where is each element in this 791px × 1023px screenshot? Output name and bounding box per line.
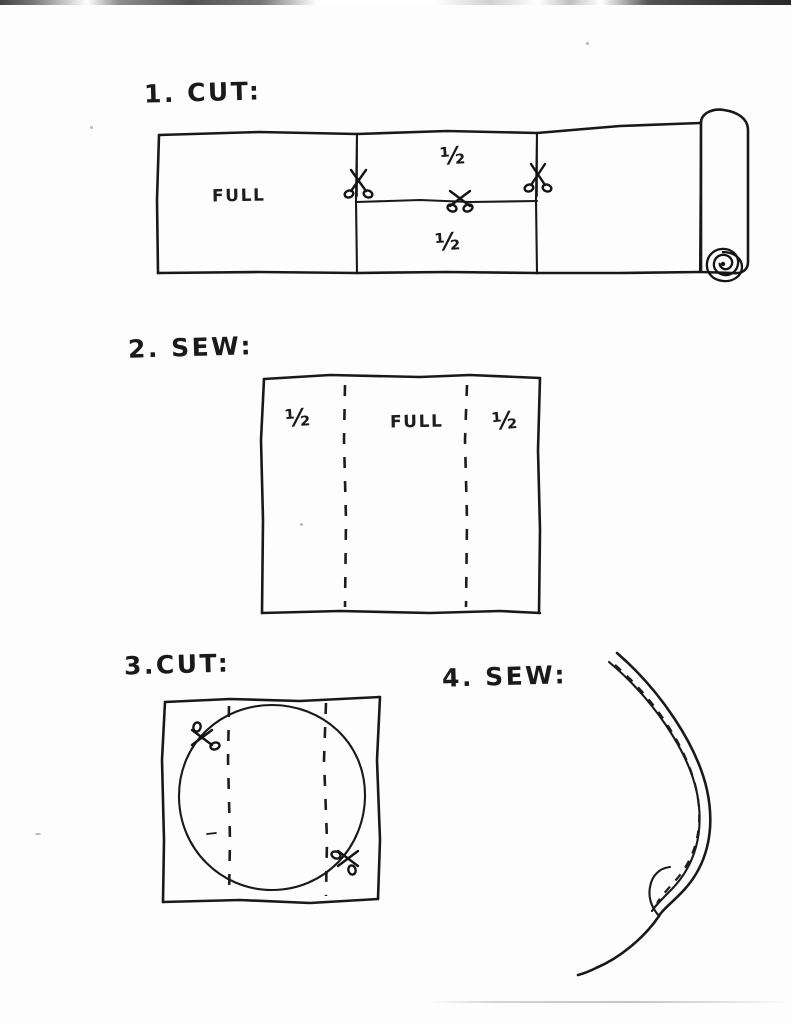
scissors-icon-middle xyxy=(446,189,474,213)
dashed-seam-line-right xyxy=(463,384,469,608)
cut-panel-top-edge xyxy=(163,695,382,704)
cut-panel-bottom-edge xyxy=(161,897,380,905)
paper-speck xyxy=(90,126,93,129)
fabric-roll-spiral-center xyxy=(720,261,726,267)
scissors-icon-lower-right xyxy=(330,849,360,876)
paper-speck xyxy=(300,523,303,526)
paper-speck xyxy=(586,42,589,45)
half-panel-top-edge xyxy=(355,129,539,136)
circle-outline xyxy=(177,703,367,892)
hem-outer-edge xyxy=(615,651,712,918)
sew-panel-left-edge xyxy=(259,377,266,615)
cut-panel-left-edge xyxy=(160,700,167,904)
dashed-seam-line-left xyxy=(342,384,348,608)
sew-panel-top-edge xyxy=(262,373,542,381)
stray-pencil-mark xyxy=(206,832,217,835)
scan-top-edge-artifact xyxy=(0,0,791,5)
full-panel-bottom-edge xyxy=(156,270,359,275)
fabric-roll-inner-edge xyxy=(698,121,703,274)
full-panel-left-edge xyxy=(155,133,161,275)
hem-inner-edge xyxy=(607,660,701,913)
hem-fold-tip xyxy=(648,865,672,918)
sew-panel-right-edge xyxy=(536,376,542,615)
right-panel-bottom-edge xyxy=(535,270,702,275)
right-panel-top-edge xyxy=(535,121,702,135)
full-panel-top-edge xyxy=(157,130,359,137)
scissors-icon-right xyxy=(523,138,553,197)
sew-panel-bottom-edge xyxy=(260,609,542,615)
scissors-icon-left xyxy=(343,137,374,199)
dashed-seam-line-left xyxy=(226,705,232,898)
dashed-stitch-line xyxy=(614,664,701,904)
half-panel-bottom-edge xyxy=(355,270,539,275)
dashed-seam-line-right xyxy=(322,702,329,897)
fabric-roll-spiral xyxy=(705,247,744,283)
paper-speck xyxy=(35,833,41,835)
half-panel-divider xyxy=(355,198,539,204)
cut-panel-right-edge xyxy=(375,695,382,901)
hem-tail-curve xyxy=(576,914,661,977)
scissors-icon-upper-left xyxy=(190,721,221,751)
scan-bottom-edge-artifact xyxy=(430,1001,791,1003)
